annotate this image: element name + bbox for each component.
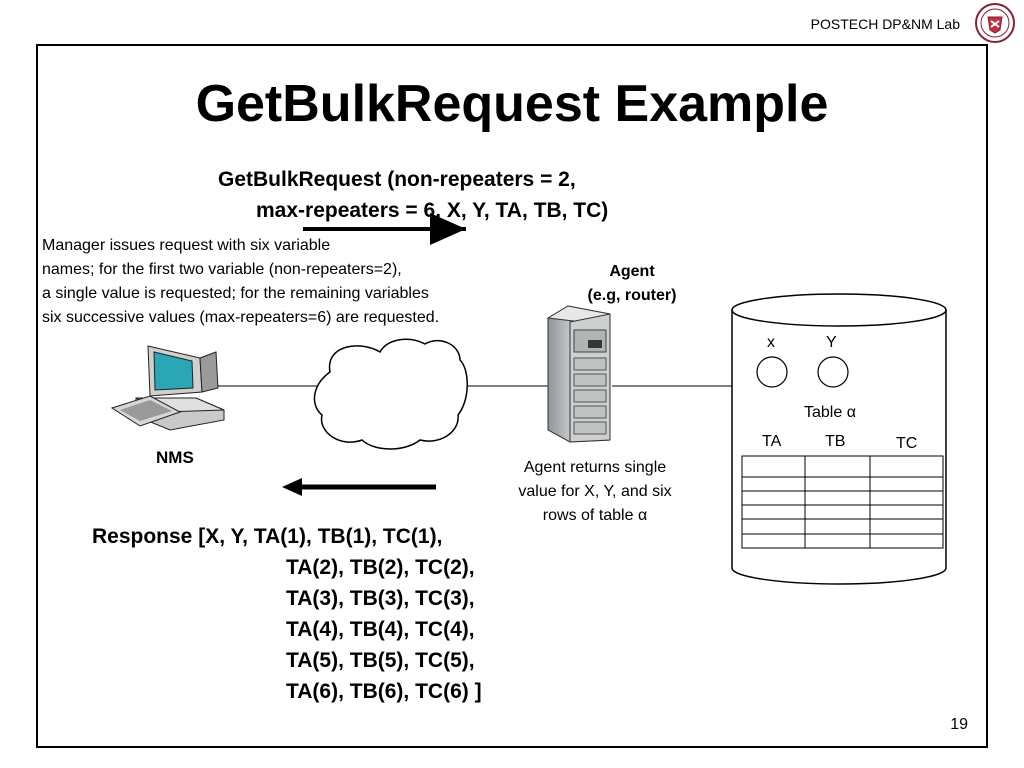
variable-y-circle (817, 356, 849, 388)
column-tb-label: TB (825, 433, 846, 450)
agent-label: Agent (e.g, router) (587, 263, 677, 304)
response-line: TA(3), TB(3), TC(3), (286, 587, 475, 610)
page-number: 19 (950, 716, 968, 733)
slide-frame (36, 44, 988, 748)
response-line: TA(5), TB(5), TC(5), (286, 649, 475, 672)
slide-title: GetBulkRequest Example (195, 75, 829, 133)
agent-returns-text: Agent returns single value for X, Y, and… (518, 459, 672, 524)
variable-x-circle (756, 356, 788, 388)
response-line: Response [X, Y, TA(1), TB(1), TC(1), (92, 525, 443, 548)
university-logo (975, 3, 1015, 43)
nms-label: NMS (156, 448, 194, 467)
network-cloud-icon (313, 338, 468, 450)
request-line-1: GetBulkRequest (non-repeaters = 2, (218, 168, 576, 191)
lab-name: POSTECH DP&NM Lab (810, 16, 960, 32)
nms-computer-icon (110, 345, 225, 431)
manager-description: Manager issues request with six variable… (42, 237, 440, 326)
response-arrow (282, 478, 436, 496)
column-ta-label: TA (762, 433, 782, 450)
table-alpha-label: Table α (804, 404, 856, 421)
request-line-2: max-repeaters = 6, X, Y, TA, TB, TC) (256, 199, 609, 222)
column-tc-label: TC (896, 435, 918, 452)
variable-x-label: x (767, 334, 775, 351)
agent-database-icon (731, 293, 947, 585)
response-line: TA(6), TB(6), TC(6) ] (286, 680, 482, 703)
response-line: TA(4), TB(4), TC(4), (286, 618, 475, 641)
table-alpha-grid (741, 455, 944, 549)
agent-server-icon (546, 305, 611, 443)
response-line: TA(2), TB(2), TC(2), (286, 556, 475, 579)
variable-y-label: Y (826, 334, 837, 351)
